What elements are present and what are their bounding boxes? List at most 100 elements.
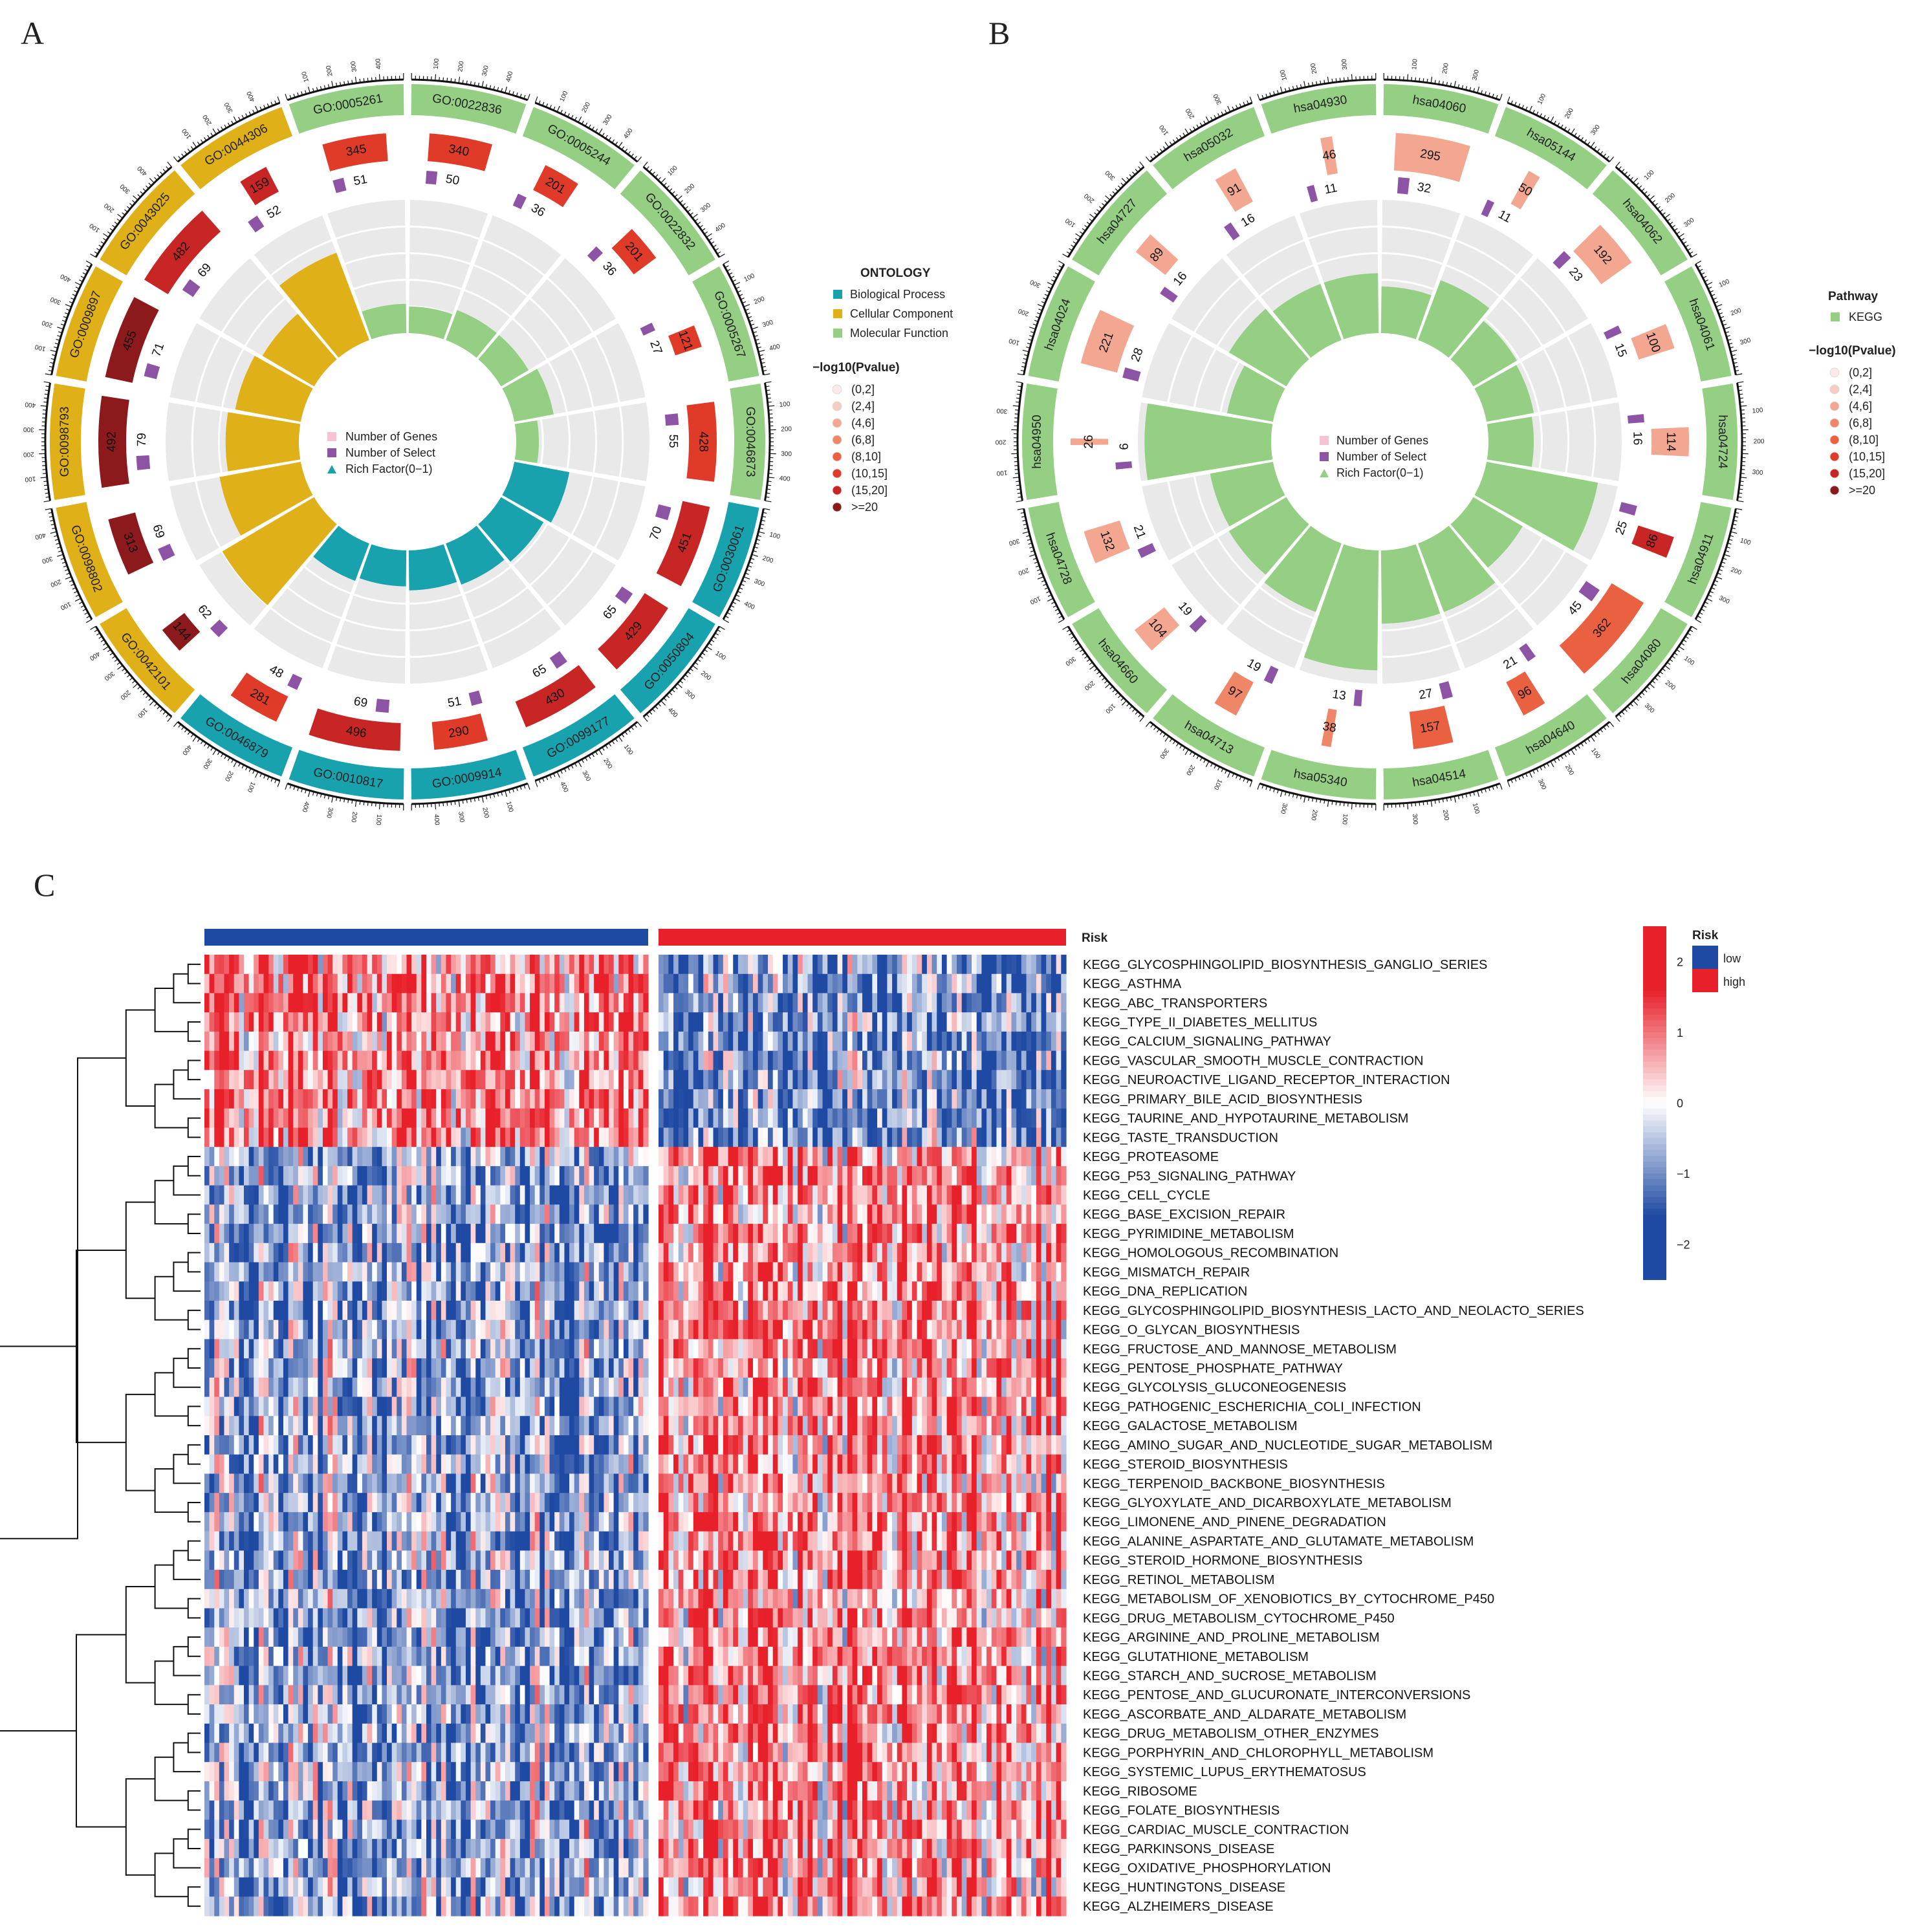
sector-tick <box>212 128 217 135</box>
sector-tick <box>1547 116 1549 121</box>
heatmap-cell <box>293 1185 299 1205</box>
heatmap-cell <box>1031 955 1037 975</box>
heatmap-cell <box>798 1204 803 1224</box>
heatmap-cell <box>318 1089 323 1109</box>
heatmap-cell <box>308 1050 314 1070</box>
heatmap-cell <box>643 1243 649 1263</box>
heatmap-cell <box>254 993 259 1013</box>
heatmap-cell <box>421 1070 427 1090</box>
heatmap-cell <box>1056 1147 1062 1167</box>
sector-tick <box>1557 122 1560 127</box>
heatmap-cell <box>737 1262 744 1282</box>
heatmap-cell <box>583 1050 590 1070</box>
sector-tick <box>1664 213 1670 219</box>
heatmap-cell <box>293 993 299 1013</box>
heatmap-cell <box>1046 1147 1052 1167</box>
sector-tick <box>704 649 708 653</box>
heatmap-cell <box>768 1050 774 1070</box>
select-bar <box>1307 184 1318 202</box>
sector-tick <box>761 516 767 518</box>
sector-tick <box>1720 316 1725 319</box>
sector-tick <box>61 320 66 322</box>
heatmap-cell <box>1056 1070 1062 1090</box>
heatmap-cell <box>559 1204 565 1224</box>
heatmap-cell <box>579 1185 585 1205</box>
heatmap-cell <box>911 1166 918 1186</box>
heatmap-cell <box>643 1012 649 1032</box>
heatmap-cell <box>778 1050 783 1070</box>
heatmap-cell <box>638 955 644 975</box>
heatmap-cell <box>357 1185 363 1205</box>
heatmap-cell <box>892 1204 898 1224</box>
sector-tick <box>50 523 55 526</box>
rich-gridline <box>571 349 594 407</box>
heatmap-cell <box>357 993 363 1013</box>
sector-tick <box>1269 787 1272 791</box>
heatmap-cell <box>991 1281 997 1301</box>
heatmap-cell <box>887 1204 893 1224</box>
heatmap-cell <box>787 1281 794 1301</box>
heatmap-cell <box>892 973 898 994</box>
heatmap-cell <box>589 1224 594 1244</box>
heatmap-cell <box>372 1012 378 1032</box>
heatmap-cell <box>867 1281 873 1301</box>
select-bar <box>512 193 527 210</box>
heatmap-cell <box>554 1070 560 1090</box>
sector-tick <box>167 162 172 168</box>
heatmap-row <box>204 1262 1067 1282</box>
heatmap-cell <box>991 1224 997 1244</box>
rich-factor-bar <box>1450 497 1523 568</box>
sector-tick <box>1723 323 1727 326</box>
sector-tick-label: 300 <box>1589 124 1602 136</box>
heatmap-cell <box>604 1108 609 1129</box>
sector-tick <box>267 103 270 107</box>
heatmap-cell <box>817 993 823 1013</box>
heatmap-cell <box>322 1281 329 1301</box>
sector-tick <box>1069 633 1073 636</box>
heatmap-cell <box>937 993 943 1013</box>
heatmap-cell <box>461 1204 466 1224</box>
heatmap-cell <box>505 1262 511 1282</box>
sector-tick <box>1571 128 1575 135</box>
heatmap-cell <box>882 993 888 1013</box>
heatmap-cell <box>837 1243 843 1263</box>
sector-tick <box>523 94 526 99</box>
sector-band <box>1664 266 1732 382</box>
heatmap-cell <box>728 1108 734 1129</box>
genes-value-label: 428 <box>696 431 710 452</box>
heatmap-cell <box>812 1050 818 1070</box>
sector-tick <box>591 126 594 131</box>
heatmap-cell <box>214 1127 220 1147</box>
sector-tick <box>1627 174 1631 178</box>
sector-tick <box>231 759 234 763</box>
heatmap-cell <box>357 1281 363 1301</box>
heatmap-cell <box>956 1185 963 1205</box>
heatmap-cell <box>673 1281 679 1301</box>
heatmap-cell <box>1056 1089 1062 1109</box>
heatmap-cell <box>243 1300 250 1321</box>
heatmap-cell <box>382 1281 387 1301</box>
heatmap-cell <box>288 1050 294 1070</box>
heatmap-cell <box>768 1281 774 1301</box>
sector-tick <box>1687 633 1691 636</box>
heatmap-cell <box>847 973 853 994</box>
heatmap-cell <box>952 1012 957 1032</box>
heatmap-cell <box>972 1224 977 1244</box>
sector-tick <box>516 92 518 97</box>
heatmap-cell <box>748 1224 754 1244</box>
heatmap-cell <box>857 1108 863 1129</box>
heatmap-cell <box>293 1050 299 1070</box>
heatmap-cell <box>303 1185 309 1205</box>
sector-tick <box>742 301 747 304</box>
sector-tick <box>611 139 615 144</box>
sector-tick-label: 200 <box>1730 567 1743 577</box>
heatmap-cell <box>411 1070 417 1090</box>
heatmap-cell <box>411 1050 417 1070</box>
heatmap-cell <box>367 1089 373 1109</box>
heatmap-cell <box>802 1166 809 1186</box>
heatmap-cell <box>659 1224 664 1244</box>
heatmap-cell <box>1031 1243 1037 1263</box>
heatmap-cell <box>956 993 963 1013</box>
